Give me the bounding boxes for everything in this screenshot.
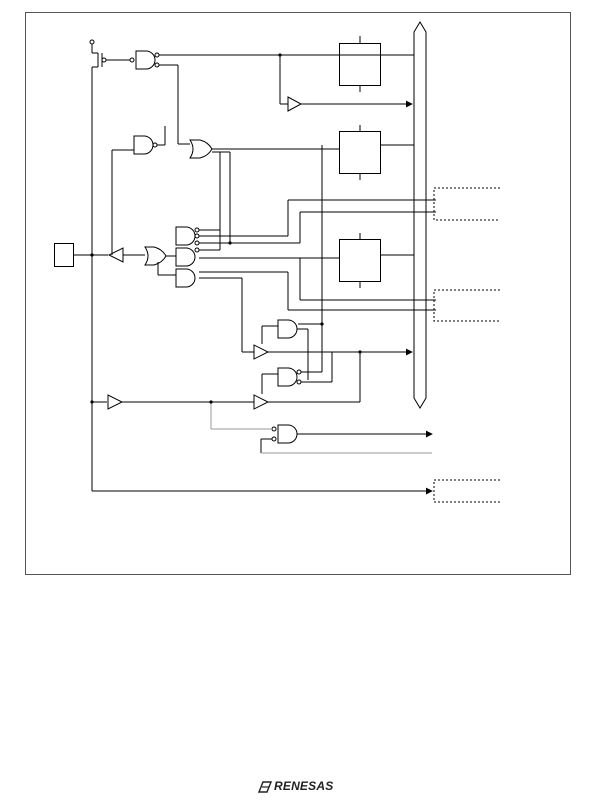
or-gate-input — [144, 246, 167, 266]
external-pin-terminal — [54, 243, 74, 267]
logo-wordmark: RENESAS — [274, 779, 334, 793]
schmitt-trigger-buffer — [107, 394, 124, 410]
and-gate-c — [175, 268, 196, 288]
nand-gate-mode — [133, 135, 154, 155]
renesas-logo: RENESAS — [256, 778, 340, 796]
external-module-box-3 — [433, 479, 500, 503]
external-module-box-2 — [433, 289, 500, 322]
output-buffer-2 — [253, 344, 270, 360]
or-gate-select — [189, 139, 213, 159]
output-buffer-3 — [253, 394, 270, 410]
supply-node — [89, 39, 95, 45]
register-block-2 — [339, 131, 381, 174]
input-buffer-triangle — [107, 247, 124, 263]
external-module-box-1 — [433, 187, 500, 221]
and-gate-output — [277, 424, 298, 444]
register-block-3 — [339, 239, 381, 282]
and-gate-a — [175, 226, 196, 246]
and-gate-b — [175, 247, 196, 267]
and-gate-enable-2 — [277, 367, 298, 387]
and-gate-enable-1 — [277, 319, 298, 339]
internal-data-bus — [413, 21, 427, 409]
register-block-1 — [339, 43, 381, 86]
renesas-logo-mark-icon — [258, 781, 272, 793]
nand-gate-pullup — [135, 50, 156, 70]
output-buffer-1 — [287, 96, 303, 112]
diagram-frame — [25, 12, 571, 575]
